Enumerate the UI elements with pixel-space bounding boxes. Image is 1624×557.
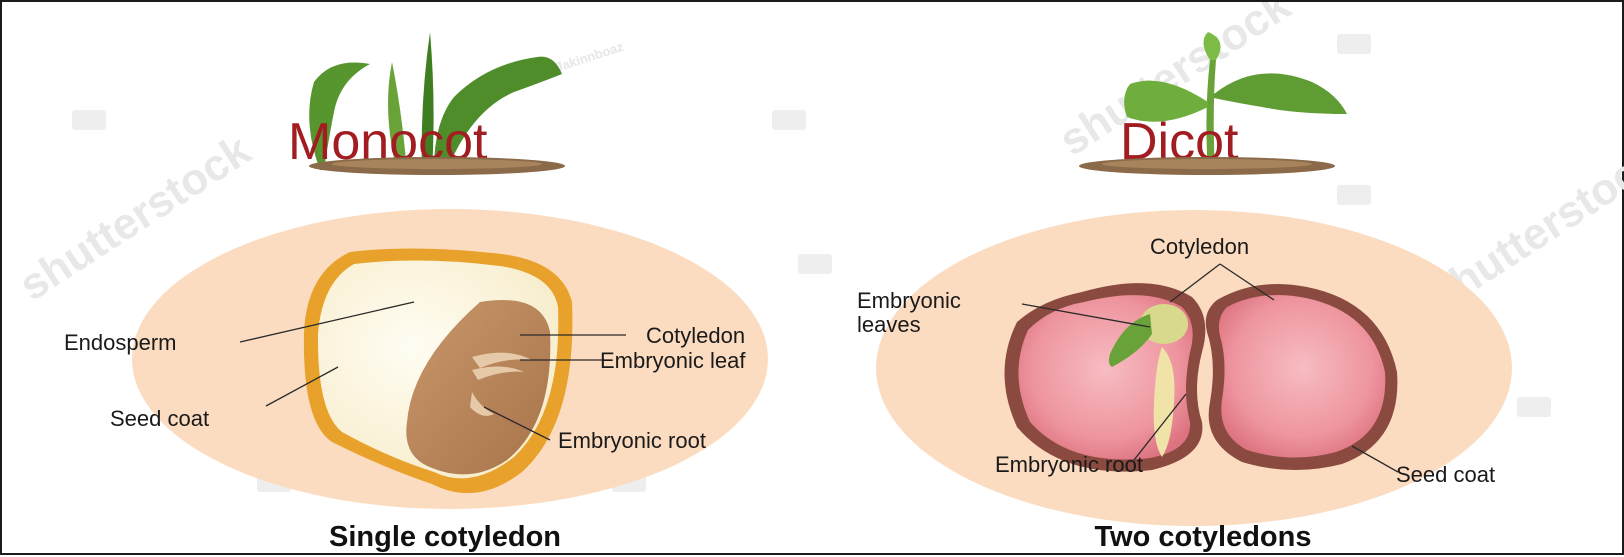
watermark-logo: [72, 110, 106, 130]
label-endosperm: Endosperm: [64, 330, 177, 355]
label-dicot-embryonic-root: Embryonic root: [995, 452, 1143, 477]
label-embryonic-leaves-2: leaves: [857, 312, 921, 337]
label-dicot-cotyledon: Cotyledon: [1150, 234, 1249, 259]
label-embryonic-leaves-1: Embryonic: [857, 288, 961, 313]
dicot-soil-top: [1102, 159, 1312, 169]
monocot-panel: Monocot Endosperm Seed coat Cotyledon Em…: [64, 32, 768, 553]
dicot-caption: Two cotyledons: [1095, 521, 1312, 553]
watermark-logo: [1337, 34, 1371, 54]
monocot-caption: Single cotyledon: [329, 521, 561, 553]
dicot-leaf-right: [1214, 73, 1347, 114]
label-embryonic-root: Embryonic root: [558, 428, 706, 453]
watermark-author: Jakinnboaz: [553, 39, 625, 75]
watermark-logo: [1517, 397, 1551, 417]
dicot-panel: Dicot Cotyledon Embryonic leaves Embryon…: [857, 32, 1512, 553]
watermark-logo: [1337, 185, 1371, 205]
label-embryonic-leaf: Embryonic leaf: [600, 348, 746, 373]
watermark-logo: [798, 254, 832, 274]
label-cotyledon: Cotyledon: [646, 323, 745, 348]
label-dicot-seed-coat: Seed coat: [1396, 462, 1495, 487]
label-seed-coat: Seed coat: [110, 406, 209, 431]
watermark-logo: [772, 110, 806, 130]
monocot-soil-top: [332, 159, 542, 169]
